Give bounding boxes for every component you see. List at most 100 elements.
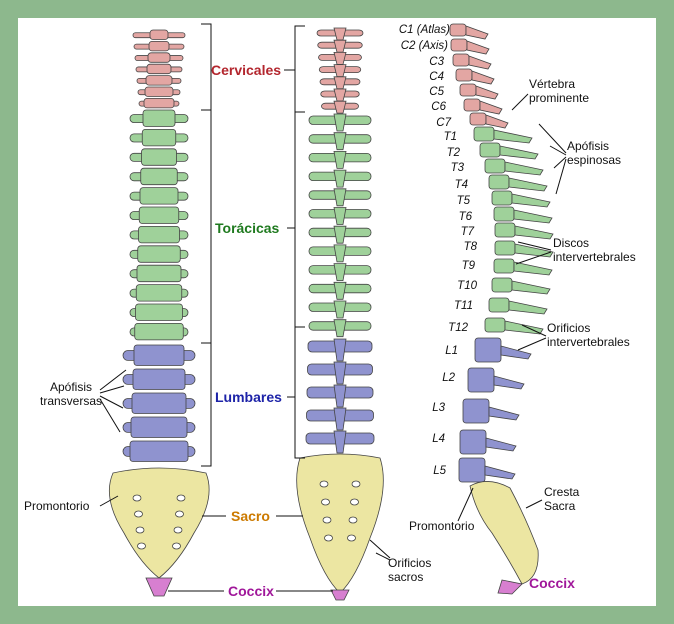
- label-discos-intervertebrales-2: intervertebrales: [553, 250, 636, 264]
- lateral-vertebra-body: [450, 38, 468, 52]
- sacral-foramen: [322, 516, 332, 524]
- vertebra-body: [130, 416, 188, 438]
- lateral-vertebra-body: [484, 317, 506, 333]
- lateral-spinous-process: [485, 114, 509, 129]
- vertebra-label-l3: L3: [432, 402, 445, 414]
- label-cresta-sacra-1: Cresta: [544, 485, 580, 499]
- lateral-vertebra-body: [452, 53, 470, 67]
- spinous-process: [333, 188, 347, 207]
- vertebra-label-t10: T10: [457, 280, 477, 292]
- vertebra-body: [131, 392, 187, 414]
- vertebra-label-c2: C2 (Axis): [401, 40, 448, 52]
- sacral-foramen: [132, 494, 142, 502]
- spinous-process: [333, 132, 347, 151]
- vertebra-body: [143, 98, 175, 109]
- lateral-spinous-process: [513, 261, 553, 276]
- label-apofisis-espinosas-2: espinosas: [567, 153, 621, 167]
- leader-promontorio-front: [99, 495, 119, 507]
- spinous-process: [333, 338, 347, 362]
- lateral-spinous-process: [465, 25, 489, 40]
- vertebra-label-t2: T2: [447, 147, 461, 159]
- vertebra-body: [132, 368, 186, 390]
- lateral-spinous-process: [484, 465, 516, 480]
- lateral-spinous-process: [471, 70, 495, 85]
- vertebra-label-t6: T6: [459, 211, 473, 223]
- vertebra-label-t12: T12: [448, 322, 468, 334]
- lateral-spinous-process: [508, 177, 548, 192]
- lateral-spinous-process: [468, 55, 492, 70]
- lateral-vertebra-body: [473, 126, 495, 142]
- leader-orificios-sacros: [369, 539, 391, 561]
- sacral-foramen: [135, 526, 145, 534]
- diagram-frame: Cervicales Torácicas Lumbares Sacro Cocc…: [18, 18, 656, 606]
- sacrum-lateral: [469, 481, 539, 585]
- coccyx: [330, 589, 350, 601]
- vertebra-body: [141, 129, 177, 147]
- vertebra-body: [141, 148, 177, 166]
- vertebra-label-t1: T1: [444, 131, 457, 143]
- label-cresta-sacra-2: Sacra: [544, 499, 576, 513]
- label-promontorio-lateral: Promontorio: [409, 519, 475, 533]
- spine-lateral-view: [449, 23, 554, 595]
- sacral-foramen: [351, 480, 361, 488]
- leader-cresta-sacra: [525, 499, 543, 509]
- spinous-process: [333, 384, 347, 408]
- leader-orificios-intervertebrales: [517, 324, 547, 351]
- label-cervicales: Cervicales: [211, 62, 281, 78]
- sacrum: [108, 467, 210, 579]
- vertebra-label-l4: L4: [432, 433, 445, 445]
- lateral-spinous-process: [475, 85, 499, 100]
- vertebra-body: [139, 187, 179, 205]
- spinous-process: [333, 64, 347, 77]
- lateral-spinous-process: [504, 161, 544, 176]
- vertebra-body: [138, 206, 180, 224]
- lateral-vertebra-body: [493, 206, 515, 222]
- vertebra-body: [135, 303, 183, 321]
- sacral-foramen: [176, 494, 186, 502]
- lateral-spinous-process: [479, 100, 503, 115]
- label-sacro: Sacro: [231, 508, 270, 524]
- spinous-process: [333, 169, 347, 188]
- lateral-spinous-process: [514, 225, 554, 240]
- vertebra-body: [140, 167, 178, 186]
- sacrum: [296, 453, 384, 594]
- sacral-foramen: [348, 516, 358, 524]
- vertebra-body: [134, 322, 184, 341]
- vertebra-body: [133, 344, 185, 366]
- spinous-process: [333, 263, 347, 281]
- vertebra-label-c7: C7: [436, 117, 451, 129]
- spine-anterior-view: [108, 29, 210, 597]
- label-coccix: Coccix: [228, 583, 274, 599]
- spinous-process: [333, 100, 347, 114]
- label-orificios-intervertebrales-2: intervertebrales: [547, 335, 630, 349]
- lateral-spinous-process: [488, 406, 520, 421]
- vertebra-label-t9: T9: [462, 260, 476, 272]
- bracket-lumbar-back: [294, 326, 305, 459]
- sacral-foramen: [172, 542, 181, 550]
- lateral-spinous-process: [493, 129, 533, 144]
- label-orificios-intervertebrales-1: Orificios: [547, 321, 590, 335]
- bracket-cervical: [201, 23, 212, 111]
- lateral-spinous-process: [511, 193, 551, 208]
- lateral-vertebra-body: [479, 142, 501, 158]
- vertebra-body: [147, 52, 171, 63]
- lateral-vertebra-body: [494, 240, 516, 256]
- lateral-vertebra-body: [462, 398, 490, 424]
- sacral-foramen: [134, 510, 143, 518]
- sacral-foramen: [173, 526, 183, 534]
- leader-apofisis-transversas: [99, 369, 127, 433]
- leader-discos: [515, 241, 552, 265]
- lateral-vertebra-body: [467, 367, 495, 393]
- label-lumbares: Lumbares: [215, 389, 282, 405]
- lateral-spinous-process: [508, 300, 548, 315]
- lateral-spinous-process: [511, 280, 551, 295]
- vertebra-label-t7: T7: [461, 226, 475, 238]
- bracket-thoracic-back: [294, 111, 305, 328]
- vertebra-label-c6: C6: [431, 101, 446, 113]
- label-toracicas: Torácicas: [215, 220, 280, 236]
- coccyx: [145, 577, 173, 597]
- spinous-process: [333, 300, 347, 319]
- vertebra-body: [129, 440, 189, 462]
- lateral-vertebra-body: [459, 83, 477, 97]
- vertebra-label-t11: T11: [454, 300, 473, 312]
